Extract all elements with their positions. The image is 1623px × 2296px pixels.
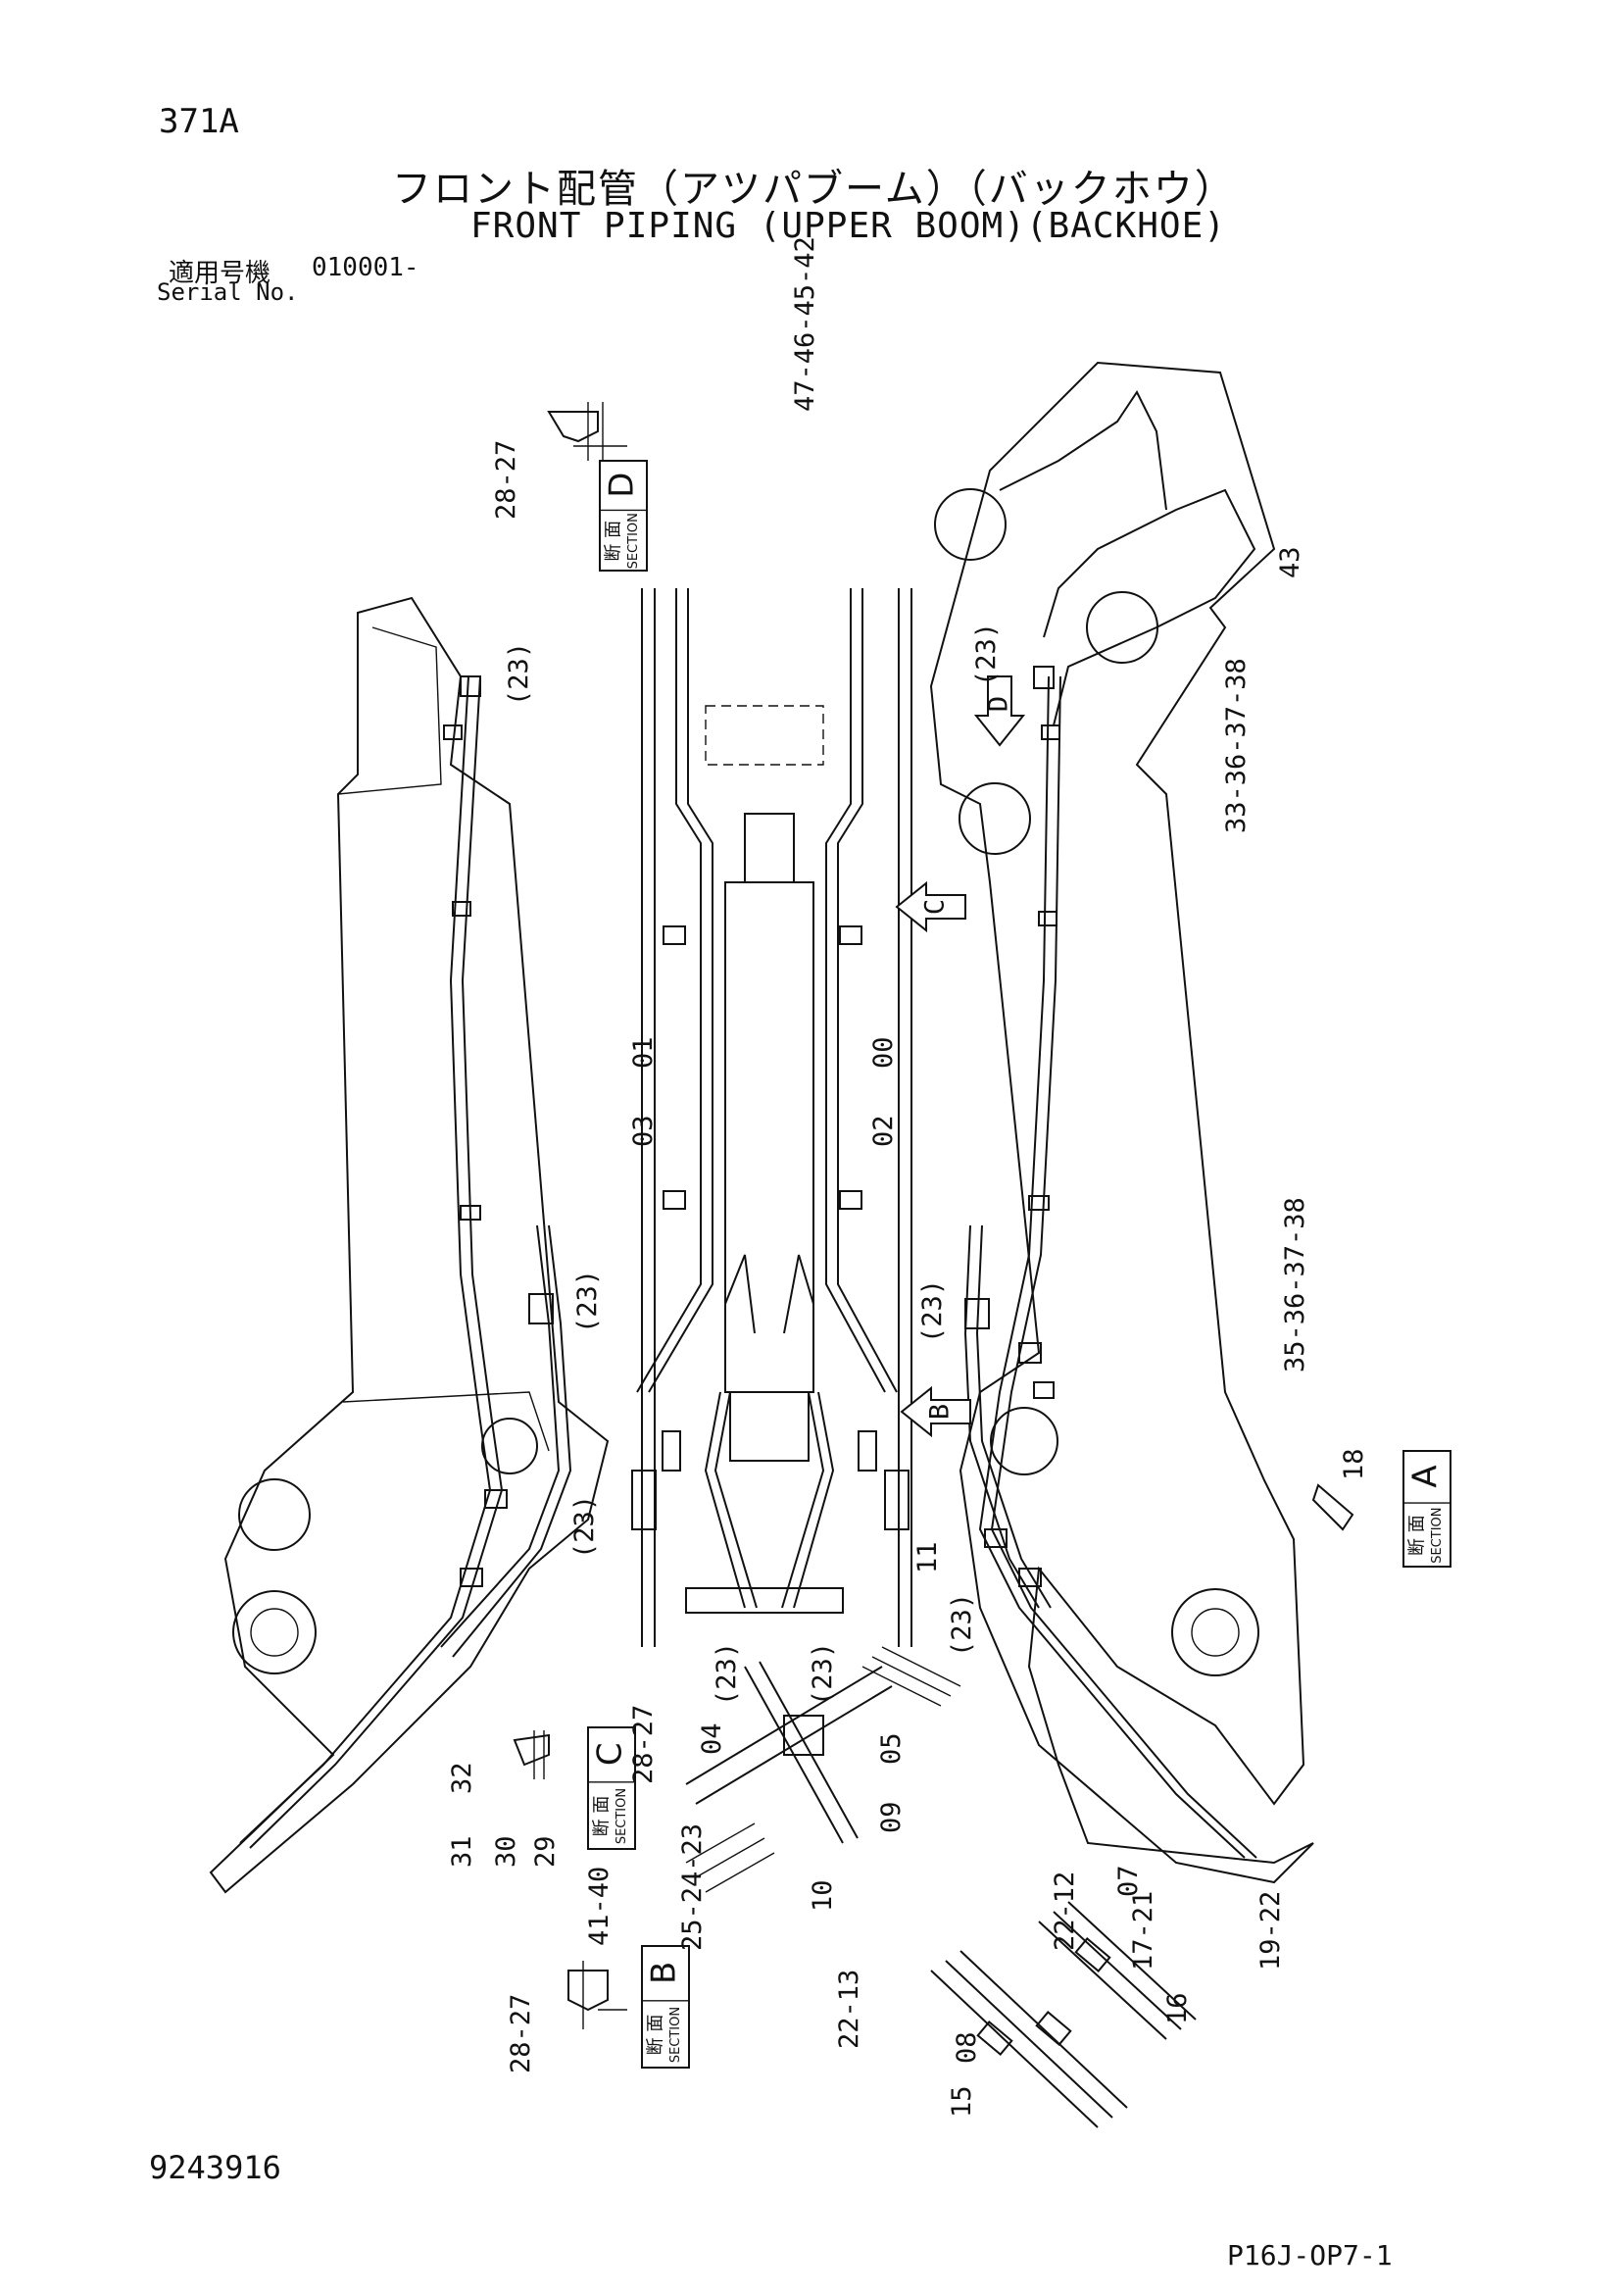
part-callout: (23)	[917, 1279, 948, 1343]
part-callout: 18	[1339, 1448, 1369, 1480]
part-callout: 00	[868, 1036, 899, 1069]
page-id: 371A	[159, 102, 239, 141]
part-callout: 25-24-23	[677, 1823, 708, 1951]
view-arrow-letter: C	[920, 899, 951, 915]
section-label-japanese: 断 面	[1406, 1515, 1427, 1556]
part-callout: 31	[447, 1835, 477, 1868]
section-label-japanese: 断 面	[591, 1796, 612, 1837]
serial-value: 010001-	[312, 253, 419, 282]
view-arrow-d: D	[973, 675, 1026, 747]
view-arrows: D C B	[895, 675, 1026, 1438]
part-callout: 10	[808, 1879, 838, 1912]
part-callout: (23)	[504, 642, 534, 706]
part-callout: 43	[1275, 546, 1305, 578]
view-arrow-b: B	[900, 1385, 971, 1438]
section-label-english: SECTION	[626, 513, 641, 569]
part-callout: (23)	[971, 623, 1002, 686]
part-callout: 28-27	[506, 1994, 536, 2073]
part-callout: 07	[1113, 1865, 1144, 1897]
center-arm-view	[631, 588, 912, 1647]
part-callout: 17-21	[1128, 1891, 1158, 1971]
right-boom-view	[929, 361, 1314, 1884]
part-callout: 28-27	[628, 1705, 659, 1784]
part-callout: 09	[876, 1801, 907, 1833]
section-letter: D	[603, 473, 642, 498]
section-label-english: SECTION	[668, 2007, 683, 2063]
part-callout: 28-27	[491, 440, 521, 520]
part-callout: 19-22	[1255, 1891, 1286, 1971]
view-arrow-c: C	[895, 880, 966, 933]
part-callout: (23)	[712, 1642, 742, 1706]
part-callout: 15	[947, 2085, 977, 2118]
part-callout: (23)	[947, 1593, 977, 1657]
part-callout: 03	[628, 1115, 659, 1147]
hose-end-detail	[930, 1901, 1197, 2128]
title-english: FRONT PIPING (UPPER BOOM)(BACKHOE)	[470, 206, 1226, 246]
section-d-detail	[547, 402, 627, 461]
title-japanese: フロント配管（アツパブーム）（バックホウ）	[392, 167, 1236, 212]
part-callout: 05	[876, 1732, 907, 1765]
section-label-japanese: 断 面	[603, 521, 623, 562]
part-callout: 11	[912, 1541, 943, 1573]
part-callout: 16	[1162, 1992, 1193, 2024]
boom-cylinder-barrel	[724, 881, 814, 1393]
section-b-detail	[567, 1961, 627, 2029]
section-letter: B	[645, 1962, 684, 1984]
serial-label-english: Serial No.	[157, 278, 299, 306]
view-arrow-letter: B	[925, 1404, 956, 1420]
sheet-reference: P16J-OP7-1	[1227, 2239, 1393, 2271]
section-label-japanese: 断 面	[645, 2015, 665, 2056]
part-callouts: 28-27 47-46-45-42 43 (23) (23) 33-36-37-38 01 0…	[447, 236, 1369, 2118]
section-a-detail	[1311, 1483, 1354, 1531]
section-c-detail	[513, 1730, 550, 1779]
part-callout: 32	[447, 1762, 477, 1794]
part-callout: (23)	[572, 1270, 603, 1333]
left-boom-view	[209, 596, 610, 1894]
section-letter: C	[591, 1742, 630, 1766]
part-callout: 29	[530, 1835, 561, 1868]
part-callout: (23)	[808, 1642, 838, 1706]
serial-label-japanese: 適用号機	[169, 259, 271, 288]
part-callout: 08	[952, 2031, 982, 2064]
left-hose	[239, 675, 492, 1844]
part-callout: 22-12	[1050, 1872, 1080, 1951]
part-callout: 33-36-37-38	[1221, 658, 1252, 833]
view-arrow-letter: D	[984, 696, 1014, 712]
center-fitting-detail	[685, 1646, 961, 1893]
section-letter: A	[1406, 1465, 1446, 1487]
section-label-english: SECTION	[1430, 1507, 1445, 1563]
part-callout: 22-13	[834, 1970, 864, 2049]
part-callout: 30	[491, 1835, 521, 1868]
left-boom-outline	[209, 596, 610, 1894]
section-label-english: SECTION	[615, 1788, 629, 1844]
part-callout: 47-46-45-42	[790, 236, 820, 412]
part-callout: (23)	[569, 1495, 600, 1559]
part-callout: 02	[868, 1115, 899, 1147]
right-boom-outline	[929, 361, 1314, 1884]
part-callout: 01	[628, 1036, 659, 1069]
right-hose-loop	[1043, 488, 1256, 726]
document-number: 9243916	[149, 2149, 281, 2186]
part-callout: 41-40	[584, 1867, 615, 1946]
part-callout: 35-36-37-38	[1280, 1197, 1310, 1373]
part-callout: 04	[697, 1722, 727, 1755]
